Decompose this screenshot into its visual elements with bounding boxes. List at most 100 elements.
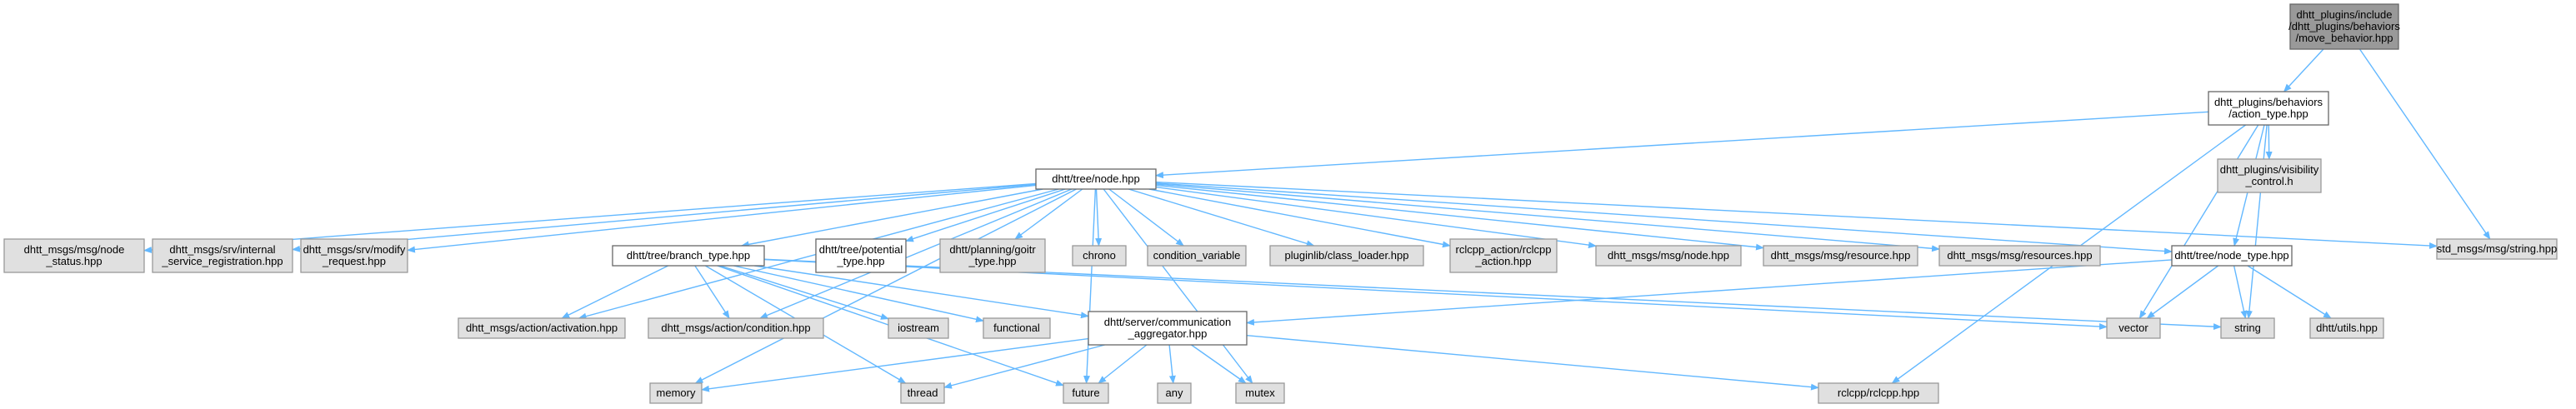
node-label-internal_srv-line-1: _service_registration.hpp (161, 255, 283, 267)
node-msg_resources: dhtt_msgs/msg/resources.hpp (1938, 245, 2101, 267)
node-goitr: dhtt/planning/goitr_type.hpp (939, 238, 1046, 273)
node-box-condvar (1147, 245, 1247, 267)
node-thread: thread (900, 382, 945, 404)
node-comm_agg[interactable]: dhtt/server/communication_aggregator.hpp (1088, 311, 1248, 346)
node-condition: dhtt_msgs/action/condition.hpp (648, 317, 824, 339)
edge-node_hpp-to-future (1083, 188, 1097, 384)
edge-branch_type-to-activation (561, 265, 669, 319)
node-box-mutex (1235, 382, 1285, 404)
node-box-msg_node (1595, 245, 1742, 267)
edge-node_hpp-to-msg_resource (1155, 184, 1764, 251)
node-box-iostream (888, 317, 949, 339)
node-box-branch_type (612, 245, 765, 267)
edge-node_hpp-to-class_loader (1128, 188, 1315, 247)
node-label-functional-line-0: functional (993, 322, 1040, 334)
node-label-future-line-0: future (1072, 387, 1099, 399)
edge-node_hpp-to-rclcpp_action (1148, 188, 1451, 248)
node-std_string: std_msgs/msg/string.hpp (2436, 238, 2558, 260)
node-label-comm_agg-line-0: dhtt/server/communication (1104, 316, 1231, 328)
node-rclcpp_action: rclcpp_action/rclcpp_action.hpp (1449, 238, 1558, 273)
node-node_hpp[interactable]: dhtt/tree/node.hpp (1035, 168, 1157, 190)
node-action_type[interactable]: dhtt_plugins/behaviors/action_type.hpp (2208, 91, 2329, 126)
node-box-action_type (2208, 91, 2329, 126)
node-root: dhtt_plugins/include/dhtt_plugins/behavi… (2288, 3, 2400, 50)
node-potential[interactable]: dhtt/tree/potential_type.hpp (815, 238, 907, 273)
edge-action_type-to-node_hpp (1155, 111, 2209, 179)
node-box-msg_resource (1763, 245, 1918, 267)
edge-node_type-to-utils (2247, 265, 2332, 319)
node-node_type[interactable]: dhtt/tree/node_type.hpp (2171, 245, 2293, 267)
node-internal_srv: dhtt_msgs/srv/internal_service_registrat… (152, 238, 293, 273)
node-box-modify_req (300, 238, 408, 273)
node-box-vector (2106, 317, 2161, 339)
node-future: future (1063, 382, 1109, 404)
node-label-potential-line-0: dhtt/tree/potential (819, 243, 903, 256)
node-label-potential-line-1: _type.hpp (836, 255, 884, 267)
edge-comm_agg-to-any (1168, 344, 1176, 384)
edge-node_hpp-to-msg_node (1155, 186, 1597, 249)
node-label-any-line-0: any (1166, 387, 1183, 399)
node-chrono: chrono (1072, 245, 1127, 267)
edge-comm_agg-to-thread (943, 344, 1105, 389)
node-label-chrono-line-0: chrono (1083, 249, 1116, 262)
node-label-condition-line-0: dhtt_msgs/action/condition.hpp (661, 322, 810, 334)
edge-node_hpp-to-node_type (1155, 182, 2173, 255)
edge-node_hpp-to-std_string (1155, 181, 2438, 249)
edge-comm_agg-to-mutex (1191, 344, 1247, 384)
node-label-node_status-line-0: dhtt_msgs/msg/node (24, 243, 125, 256)
node-label-msg_node-line-0: dhtt_msgs/msg/node.hpp (1608, 249, 1729, 262)
edge-action_type-to-vector (2138, 124, 2259, 319)
edge-action_type-to-string (2245, 124, 2268, 319)
node-label-node_hpp-line-0: dhtt/tree/node.hpp (1052, 172, 1140, 185)
node-branch_type[interactable]: dhtt/tree/branch_type.hpp (612, 245, 765, 267)
node-box-activation (458, 317, 626, 339)
node-box-chrono (1072, 245, 1127, 267)
node-label-rclcpp_action-line-1: _action.hpp (1474, 255, 1531, 267)
node-box-msg_resources (1938, 245, 2101, 267)
node-box-functional (983, 317, 1051, 339)
node-box-goitr (939, 238, 1046, 273)
node-label-msg_resources-line-0: dhtt_msgs/msg/resources.hpp (1947, 249, 2092, 262)
node-box-comm_agg (1088, 311, 1248, 346)
node-label-thread-line-0: thread (908, 387, 938, 399)
node-label-modify_req-line-1: _request.hpp (322, 255, 386, 267)
edge-root-to-std_string (2358, 48, 2491, 240)
node-box-future (1063, 382, 1109, 404)
node-label-vector-line-0: vector (2118, 322, 2148, 334)
node-label-root-line-0: dhtt_plugins/include (2297, 8, 2393, 21)
node-label-comm_agg-line-1: _aggregator.hpp (1128, 327, 1208, 340)
node-box-std_string (2436, 238, 2558, 260)
node-label-string-line-0: string (2234, 322, 2261, 334)
node-label-root-line-1: /dhtt_plugins/behaviors (2288, 20, 2400, 32)
node-box-utils (2309, 317, 2384, 339)
node-label-goitr-line-1: _type.hpp (968, 255, 1016, 267)
node-box-internal_srv (152, 238, 293, 273)
node-box-thread (900, 382, 945, 404)
node-box-node_status (3, 238, 145, 273)
node-box-node_type (2171, 245, 2293, 267)
node-label-internal_srv-line-0: dhtt_msgs/srv/internal (169, 243, 275, 256)
edge-node_hpp-to-modify_req (407, 184, 1037, 253)
node-activation: dhtt_msgs/action/activation.hpp (458, 317, 626, 339)
edge-node_hpp-to-msg_resources (1155, 183, 1940, 252)
edge-comm_agg-to-future (1098, 344, 1148, 384)
node-memory: memory (649, 382, 703, 404)
edge-node_hpp-to-potential (905, 188, 1066, 242)
node-label-condvar-line-0: condition_variable (1153, 249, 1241, 262)
edge-layer (143, 48, 2491, 392)
edge-node_hpp-to-internal_srv (292, 183, 1037, 252)
node-label-utils-line-0: dhtt/utils.hpp (2316, 322, 2378, 334)
edge-node_hpp-to-chrono (1095, 188, 1103, 247)
node-label-node_status-line-1: _status.hpp (45, 255, 102, 267)
node-label-action_type-line-0: dhtt_plugins/behaviors (2214, 96, 2323, 108)
node-rclcpp: rclcpp/rclcpp.hpp (1818, 382, 1939, 404)
node-node_status: dhtt_msgs/msg/node_status.hpp (3, 238, 145, 273)
node-label-rclcpp_action-line-0: rclcpp_action/rclcpp (1456, 243, 1552, 256)
node-label-msg_resource-line-0: dhtt_msgs/msg/resource.hpp (1771, 249, 1911, 262)
node-functional: functional (983, 317, 1051, 339)
node-label-modify_req-line-0: dhtt_msgs/srv/modify (303, 243, 406, 256)
node-box-class_loader (1269, 245, 1424, 267)
node-layer: dhtt_plugins/include/dhtt_plugins/behavi… (3, 3, 2558, 404)
node-label-mutex-line-0: mutex (1245, 387, 1275, 399)
node-label-goitr-line-0: dhtt/planning/goitr (949, 243, 1036, 256)
